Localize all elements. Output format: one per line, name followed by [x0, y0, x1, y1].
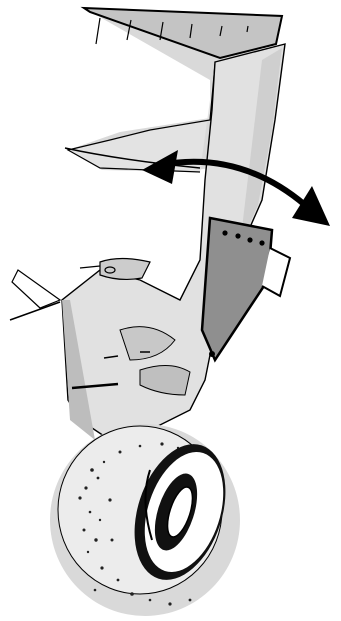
hinge-bracket [202, 218, 290, 360]
